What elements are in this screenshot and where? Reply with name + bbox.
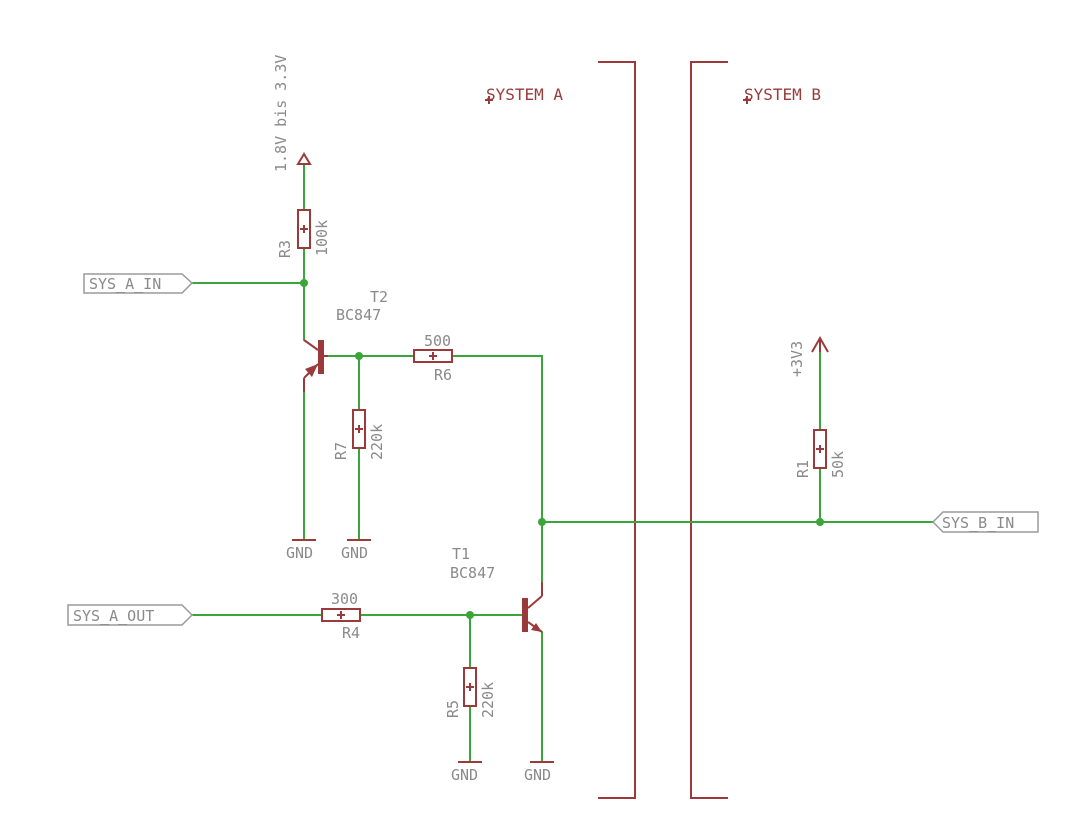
port-sys-a-out: SYS_A_OUT: [67, 604, 194, 626]
supply-label-vin: 1.8V bis 3.3V: [272, 55, 290, 172]
system-a-boundary: [598, 61, 636, 799]
wires: [192, 163, 934, 763]
system-a-label: SYSTEM A: [486, 85, 563, 104]
resistor-r3: [297, 209, 311, 249]
system-b-boundary: [690, 61, 728, 799]
ground-label: GND: [524, 766, 551, 784]
transistor-t1-type: BC847: [450, 564, 495, 582]
resistor-r6: [413, 349, 453, 363]
junction-dot: [538, 518, 546, 526]
resistor-r1-name: R1: [794, 460, 812, 478]
port-sys-b-in-label: SYS_B_IN: [942, 514, 1014, 532]
resistor-r7-value: 220k: [368, 424, 386, 460]
resistor-r5-value: 220k: [479, 682, 497, 718]
port-sys-a-out-label: SYS_A_OUT: [73, 607, 154, 625]
ground-label: GND: [451, 766, 478, 784]
resistor-r6-name: R6: [434, 366, 452, 384]
transistor-t1: [522, 582, 543, 633]
resistor-r6-value: 500: [424, 332, 451, 350]
resistor-r5-name: R5: [444, 700, 462, 718]
resistor-r7-name: R7: [332, 442, 350, 460]
junction-dot: [816, 518, 824, 526]
supply-symbol-vin: [296, 152, 312, 165]
resistor-r3-value: 100k: [313, 220, 331, 256]
transistor-t2: [303, 339, 328, 392]
resistor-r4-value: 300: [331, 590, 358, 608]
resistor-r4: [321, 608, 361, 622]
supply-label-3v3: +3V3: [788, 341, 806, 377]
port-sys-a-in-label: SYS_A_IN: [89, 275, 161, 293]
junction-dot: [355, 352, 363, 360]
resistor-r5: [463, 667, 477, 707]
transistor-t2-type: BC847: [336, 306, 381, 324]
ground-label: GND: [341, 544, 368, 562]
system-b-label: SYSTEM B: [744, 85, 821, 104]
junction-dot: [466, 611, 474, 619]
resistor-r1: [813, 429, 827, 469]
supply-symbol-3v3: [811, 335, 829, 353]
resistor-r3-name: R3: [276, 240, 294, 258]
junction-dot: [300, 279, 308, 287]
resistor-r4-name: R4: [342, 624, 360, 642]
port-sys-b-in: SYS_B_IN: [931, 511, 1039, 533]
port-sys-a-in: SYS_A_IN: [83, 273, 194, 294]
ground-label: GND: [286, 544, 313, 562]
transistor-t2-name: T2: [370, 288, 388, 306]
resistor-r1-value: 50k: [829, 451, 847, 478]
transistor-t1-name: T1: [452, 545, 470, 563]
resistor-r7: [352, 409, 366, 449]
